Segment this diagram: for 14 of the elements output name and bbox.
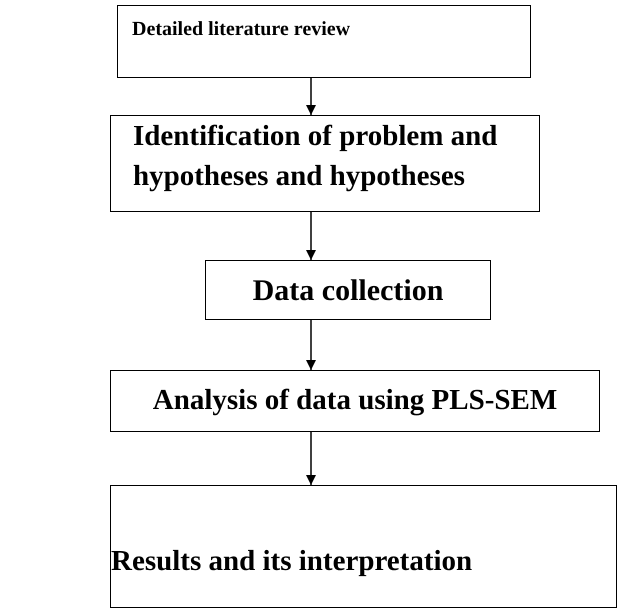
process-box	[110, 115, 540, 212]
arrow	[306, 212, 316, 260]
arrow	[306, 320, 316, 370]
box-label: Identification of problem and hypotheses and hypotheses	[133, 119, 498, 194]
box-label: Results and its interpretation	[111, 544, 472, 579]
box-label: Analysis of data using PLS-SEM	[152, 383, 558, 418]
arrow	[306, 78, 316, 115]
process-box	[205, 260, 491, 320]
box-label: Data collection	[252, 272, 444, 308]
box-label: Detailed literature review	[132, 17, 350, 42]
process-box	[110, 485, 617, 608]
process-box	[117, 5, 531, 78]
arrow	[306, 432, 316, 485]
process-box	[110, 370, 600, 432]
